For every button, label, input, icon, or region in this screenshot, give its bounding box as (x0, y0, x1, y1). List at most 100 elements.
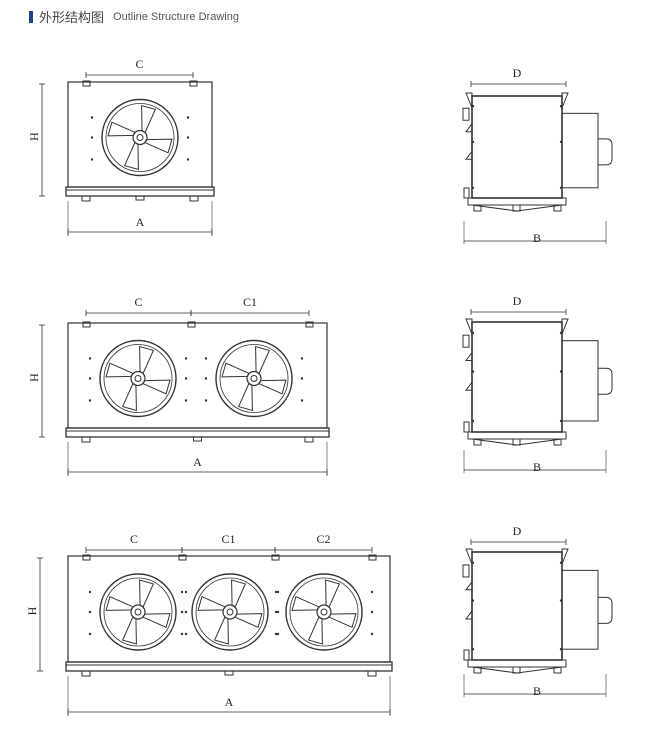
fan-housing (561, 112, 599, 189)
fan-blade (142, 379, 171, 395)
fan-hub (316, 604, 332, 620)
fan-blade (221, 362, 250, 378)
bolt-dot (559, 370, 563, 373)
side-drain-pan (467, 431, 567, 440)
fan-blade (139, 579, 155, 608)
side-view-3: DB (462, 524, 613, 698)
bolt-dot (471, 648, 475, 651)
bolt-dot (186, 116, 190, 119)
bolt-dot (88, 590, 92, 594)
bolt-dot (471, 105, 475, 108)
side-flange (465, 318, 473, 335)
fan-blade (291, 595, 320, 611)
fan-blade (197, 595, 226, 611)
mounting-foot (189, 195, 199, 202)
fan-blade (213, 616, 229, 645)
fan-guard-ring (191, 573, 269, 651)
fan-hub-center (226, 608, 234, 616)
fan-blade (139, 345, 155, 375)
fan-blade (107, 121, 136, 137)
fan-housing (561, 569, 599, 650)
side-flange (561, 92, 569, 109)
inlet-fin (465, 122, 473, 133)
pipe-connector (463, 187, 470, 199)
dimension-label-h: H (27, 132, 41, 141)
dimension-label-a: A (225, 695, 234, 709)
drain-outlet (224, 670, 234, 676)
fan-guard-ring (99, 339, 177, 418)
bolt-dot (559, 186, 563, 189)
fan-inner-ring (105, 103, 175, 172)
bolt-dot (471, 370, 475, 373)
drain-pan (65, 427, 330, 438)
bolt-dot (204, 399, 208, 402)
fan-blade (141, 104, 157, 134)
hanger-bracket (368, 554, 377, 561)
bolt-dot (204, 357, 208, 360)
bolt-dot (471, 140, 475, 144)
inlet-fin (465, 580, 473, 591)
bolt-dot (559, 105, 563, 108)
fan-blade (121, 616, 137, 645)
drain-slope (471, 438, 563, 446)
bolt-dot (88, 357, 92, 360)
bolt-dot (88, 377, 92, 380)
dimension-label-d: D (513, 66, 522, 80)
fan-hub-center (250, 375, 258, 382)
fan-blade (258, 379, 287, 395)
fan-hub (222, 604, 238, 620)
drain-outlet (193, 436, 202, 442)
motor (597, 596, 613, 624)
bolt-dot (559, 561, 563, 564)
bolt-dot (276, 610, 280, 614)
fan-blade (105, 362, 134, 378)
drain-pan (65, 661, 393, 672)
fan-blade (231, 579, 247, 608)
side-foot (473, 438, 482, 446)
side-flange (561, 548, 569, 565)
bolt-dot (370, 632, 374, 636)
bolt-dot (88, 632, 92, 636)
hanger-bracket (187, 321, 196, 328)
fan-blade (307, 616, 323, 645)
mounting-foot (81, 195, 91, 202)
bolt-dot (274, 590, 278, 594)
dimension-label-a: A (193, 455, 202, 469)
hanger-bracket (82, 554, 91, 561)
inlet-fin (465, 380, 473, 391)
pipe-connector (463, 649, 470, 661)
bolt-dot (471, 561, 475, 564)
fan (285, 573, 363, 651)
motor (597, 367, 613, 395)
front-view-1-fan: C H A (27, 57, 215, 236)
dimension-label-c1: C1 (221, 532, 235, 546)
dimension-label-c: C (130, 532, 138, 546)
fan-hub-center (134, 375, 142, 382)
drain-outlet (135, 195, 145, 201)
fan-blade (325, 579, 341, 608)
fan-blade (123, 141, 139, 171)
side-foot (512, 666, 521, 674)
dimension-label-c: C (134, 295, 142, 309)
fan (99, 573, 177, 651)
fan (215, 339, 293, 418)
dimension-label-h: H (27, 373, 41, 382)
bolt-dot (274, 610, 278, 614)
hanger-bracket (82, 80, 91, 87)
fan (99, 339, 177, 418)
fan (191, 573, 269, 651)
pipe-connector (463, 421, 470, 433)
dimension-label-a: A (136, 215, 145, 229)
bolt-dot (88, 399, 92, 402)
dimension-label-c: C (135, 57, 143, 71)
inlet-fin (465, 149, 473, 160)
side-body (471, 95, 563, 199)
dimension-label-b: B (533, 460, 541, 474)
mounting-foot (304, 436, 314, 443)
side-foot (553, 438, 562, 446)
bolt-dot (274, 632, 278, 636)
hanger-bracket (189, 80, 198, 87)
